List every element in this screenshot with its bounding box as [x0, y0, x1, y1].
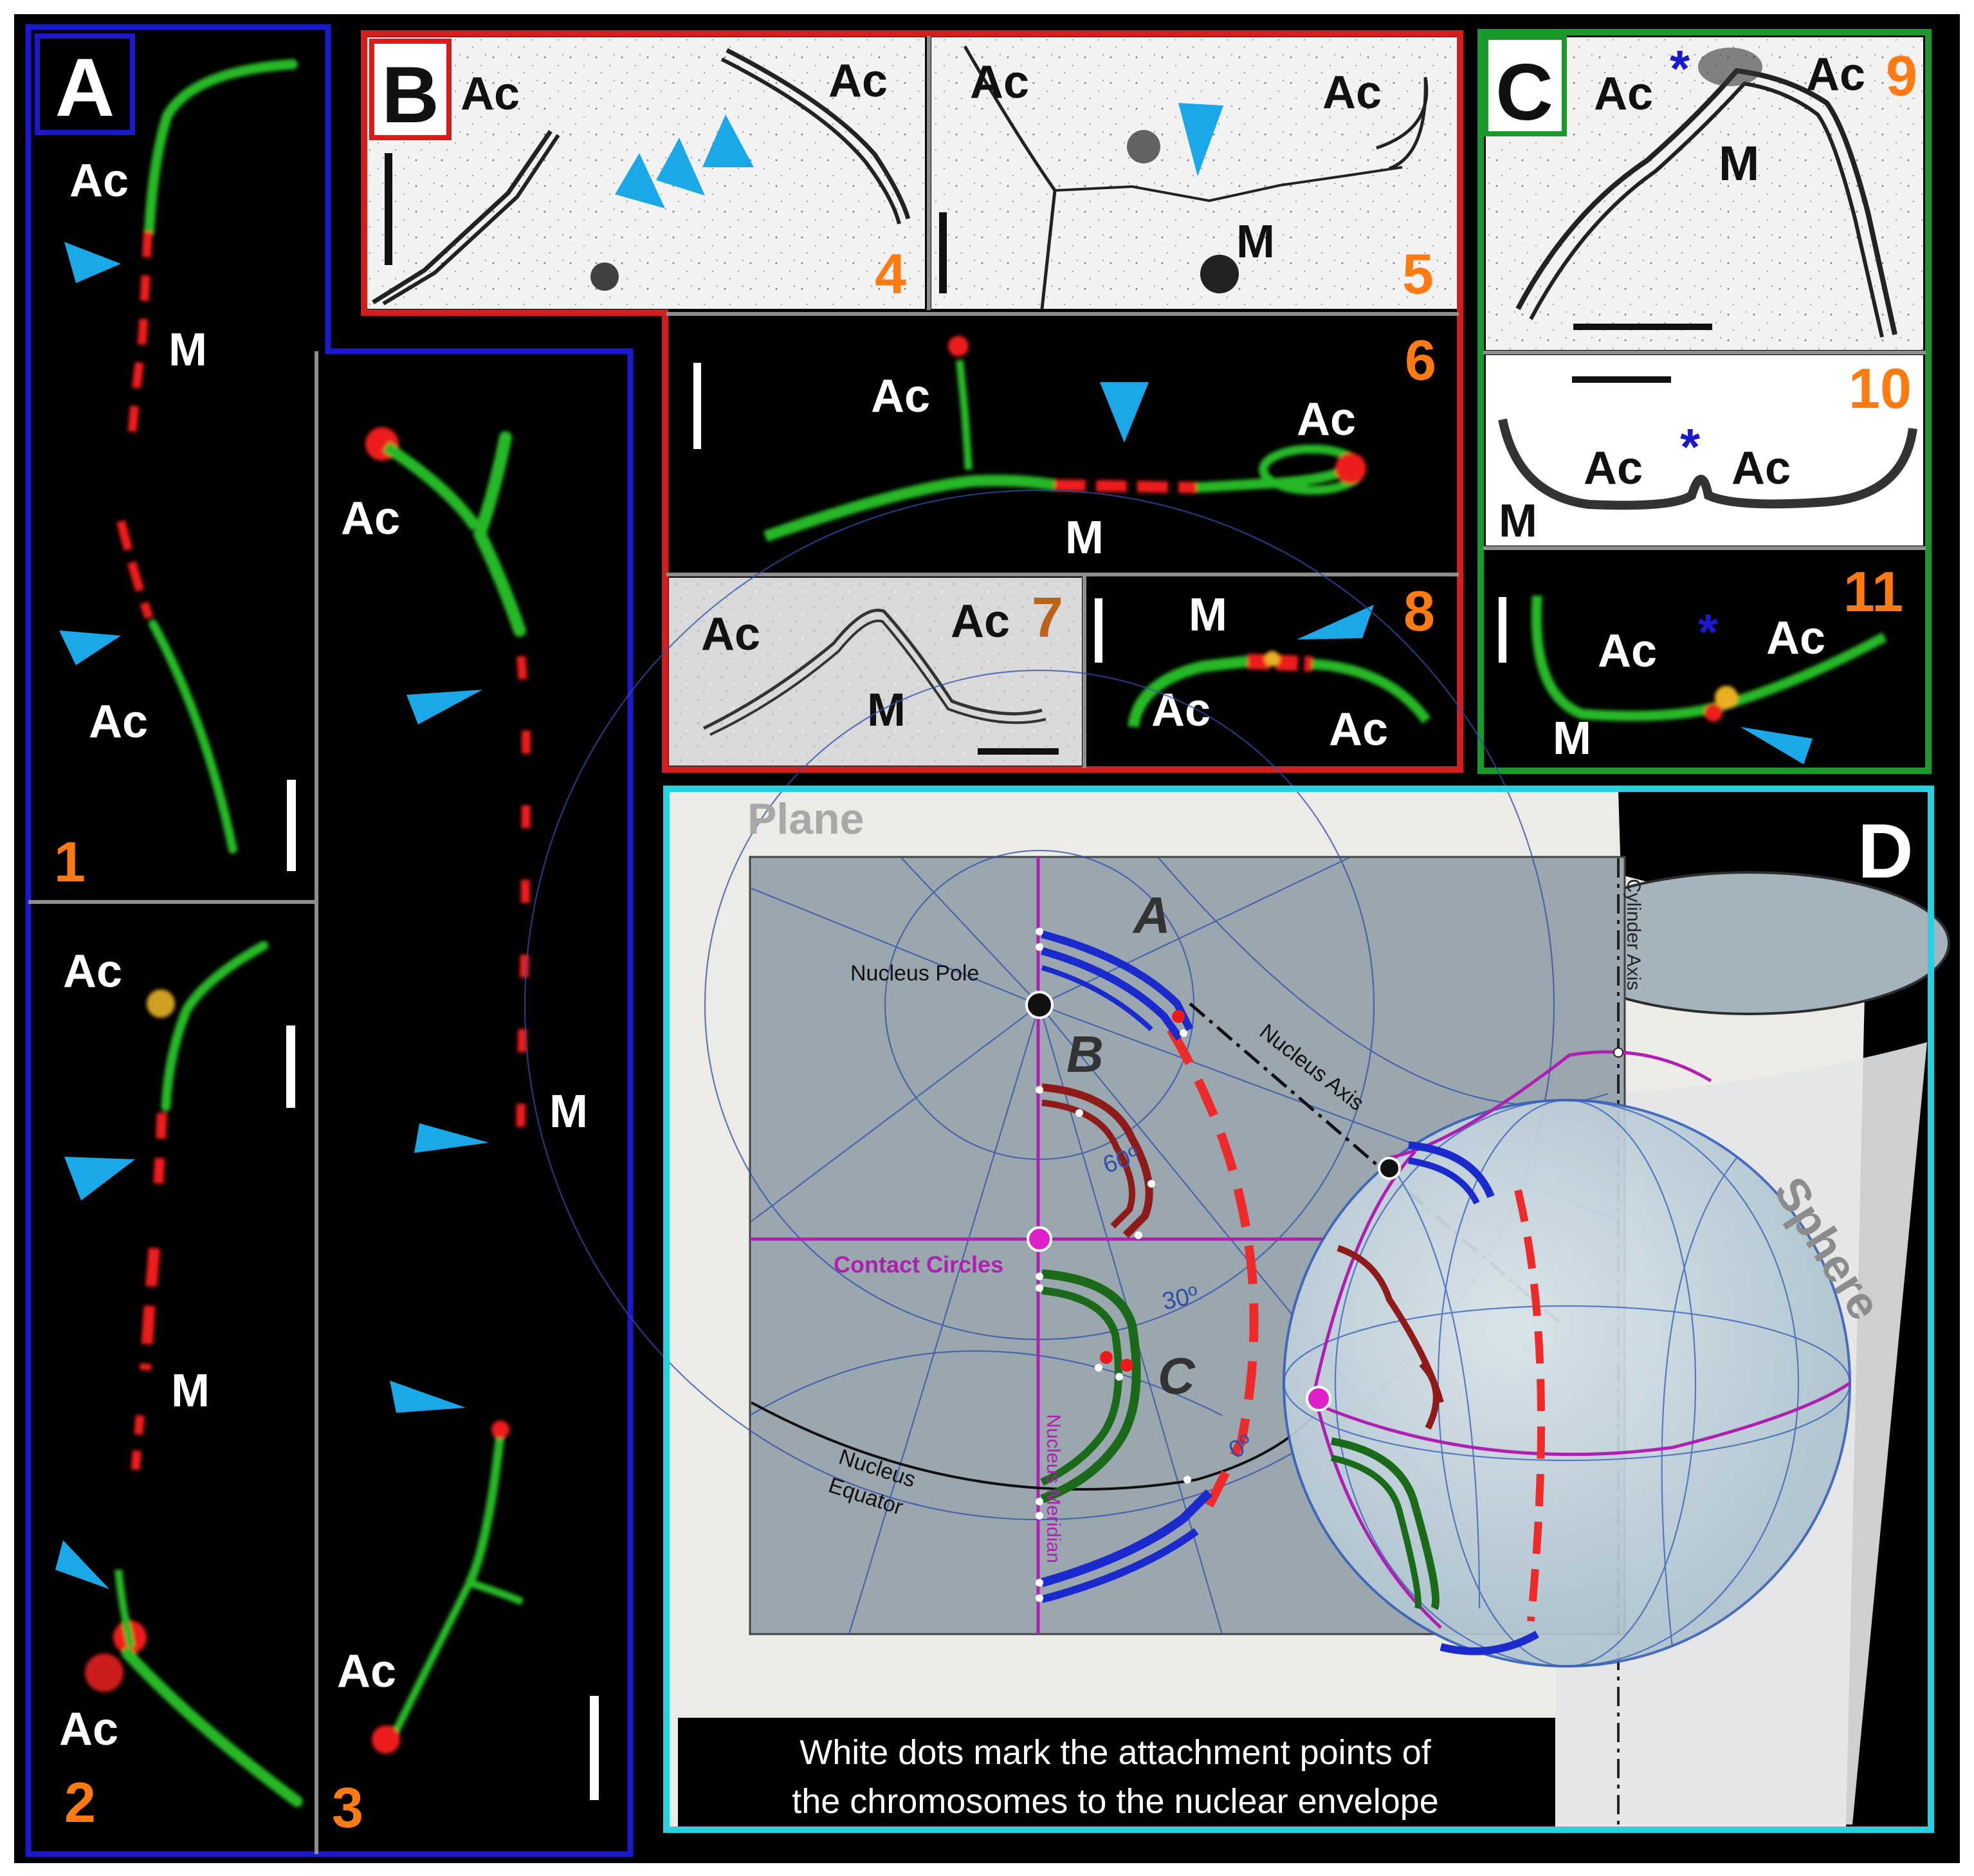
- label-4-left: Ac: [461, 68, 520, 120]
- label-11-middle: M: [1553, 713, 1591, 764]
- image-number-4: 4: [875, 242, 906, 306]
- chromosome-b-label: B: [1066, 1025, 1104, 1083]
- chromosome-3: [365, 427, 531, 1754]
- contact-circles-label: Contact Circles: [834, 1251, 1003, 1278]
- plane-label: Plane: [747, 795, 864, 843]
- image-number-1: 1: [54, 830, 86, 894]
- arrowhead-3a: [407, 690, 482, 724]
- label-8-top: M: [1189, 589, 1227, 641]
- chromosome-a-label: A: [1132, 887, 1171, 944]
- panel-d-letter: D: [1858, 808, 1914, 894]
- label-3-middle: M: [549, 1086, 588, 1137]
- panel-c-letter-box: [1483, 35, 1567, 136]
- label-5-right: Ac: [1322, 67, 1382, 118]
- sphere: [1283, 1099, 1851, 1668]
- arrowhead-8: [1297, 605, 1374, 639]
- nucleus-pole-dot: [1025, 991, 1054, 1019]
- image-number-2: 2: [64, 1770, 96, 1834]
- label-9-right: Ac: [1806, 49, 1865, 100]
- arrowhead-1b: [59, 630, 121, 665]
- label-3-top: Ac: [341, 493, 400, 544]
- label-5-left: Ac: [970, 57, 1029, 108]
- label-9-middle: M: [1719, 136, 1759, 191]
- label-2-bottom: Ac: [59, 1704, 118, 1755]
- arrowhead-11: [1741, 727, 1813, 764]
- panel-b: Ac Ac 4 Ac Ac M 5 Ac Ac M 6: [361, 30, 1463, 773]
- nucleus-pole-label: Nucleus Pole: [850, 961, 979, 986]
- image-number-10: 10: [1849, 356, 1912, 420]
- sphere-contact-dot: [1306, 1386, 1331, 1412]
- label-10-right: Ac: [1732, 443, 1791, 494]
- panel-c-letter: C: [1495, 48, 1553, 137]
- label-8-right: Ac: [1329, 704, 1388, 755]
- image-number-6: 6: [1405, 328, 1436, 392]
- micrograph-7: [669, 578, 1082, 766]
- arrowhead-3c: [390, 1381, 466, 1413]
- chromosome-2: [85, 941, 303, 1807]
- label-7-middle: M: [867, 685, 906, 736]
- arrowhead-4b: [656, 138, 705, 196]
- panel-a-letter-box: [35, 33, 135, 135]
- arrowhead-4c: [702, 115, 754, 167]
- arrowhead-6: [1100, 382, 1149, 443]
- label-2-middle: M: [171, 1365, 210, 1417]
- cylinder-axis-label: Cylinder Axis: [1623, 879, 1644, 990]
- panel-d: Plane Sphere Cylinder Axis Nucleus Pole …: [524, 489, 1950, 1833]
- label-10-middle: M: [1499, 495, 1537, 547]
- label-6-left: Ac: [871, 371, 930, 422]
- label-7-right: Ac: [951, 596, 1010, 647]
- nucleus-meridian-label: Nucleus Meridian: [1043, 1414, 1064, 1563]
- arrowhead-2a: [64, 1157, 135, 1200]
- image-number-3: 3: [332, 1776, 363, 1839]
- label-1-bottom: Ac: [89, 696, 148, 748]
- panel-a: A Ac M Ac 1 Ac M Ac: [25, 24, 634, 1857]
- sphere-pole-dot: [1378, 1157, 1401, 1180]
- image-number-7: 7: [1032, 585, 1063, 649]
- image-number-5: 5: [1402, 242, 1434, 306]
- label-1-top: Ac: [69, 155, 129, 207]
- image-number-11: 11: [1843, 560, 1903, 623]
- micrograph-10: [1486, 355, 1923, 546]
- panel-a-letter: A: [55, 42, 114, 134]
- panel-c: Ac * Ac M 9 Ac * Ac M 10 Ac * Ac M 11 C: [1477, 29, 1932, 774]
- arrowhead-5: [1178, 103, 1223, 176]
- panel-a-frame: [25, 24, 634, 1857]
- label-7-left: Ac: [701, 609, 760, 660]
- panel-b-frame: [361, 30, 1463, 773]
- contact-dot: [1027, 1226, 1052, 1252]
- arrowhead-4a: [615, 153, 665, 208]
- arrowhead-3b: [414, 1123, 489, 1153]
- chromosome-1: [116, 59, 298, 854]
- asterisk-11: *: [1698, 603, 1719, 661]
- label-11-left: Ac: [1598, 625, 1657, 677]
- label-1-middle: M: [169, 324, 207, 376]
- caption-line-2: the chromosomes to the nuclear envelope: [792, 1782, 1439, 1821]
- nucleus-equator-line: [751, 1401, 1326, 1491]
- label-10-left: Ac: [1584, 443, 1643, 494]
- label-6-middle: M: [1065, 512, 1104, 564]
- arrowhead-1a: [64, 242, 121, 283]
- label-11-right: Ac: [1766, 612, 1825, 664]
- caption-line-1: White dots mark the attachment points of: [800, 1733, 1431, 1772]
- caption-box: [678, 1718, 1555, 1827]
- panel-d-frame: [663, 786, 1934, 1833]
- label-5-middle: M: [1236, 216, 1275, 268]
- label-3-bottom: Ac: [337, 1646, 396, 1697]
- red-dashed-circle: [1166, 1027, 1259, 1508]
- panel-c-frame: [1477, 29, 1932, 774]
- label-4-right: Ac: [828, 55, 888, 107]
- asterisk-9: *: [1670, 40, 1690, 97]
- asterisk-10: *: [1680, 418, 1701, 475]
- arrowhead-2b: [55, 1540, 109, 1589]
- panel-b-letter: B: [381, 51, 439, 140]
- label-2-top: Ac: [63, 946, 122, 997]
- label-6-right: Ac: [1297, 394, 1356, 445]
- label-9-left: Ac: [1594, 68, 1653, 120]
- micrograph-8: [1087, 578, 1458, 766]
- image-number-9: 9: [1886, 44, 1917, 107]
- panel-b-letter-box: [369, 39, 452, 140]
- image-number-8: 8: [1403, 579, 1435, 643]
- chromosome-c-label: C: [1158, 1347, 1196, 1404]
